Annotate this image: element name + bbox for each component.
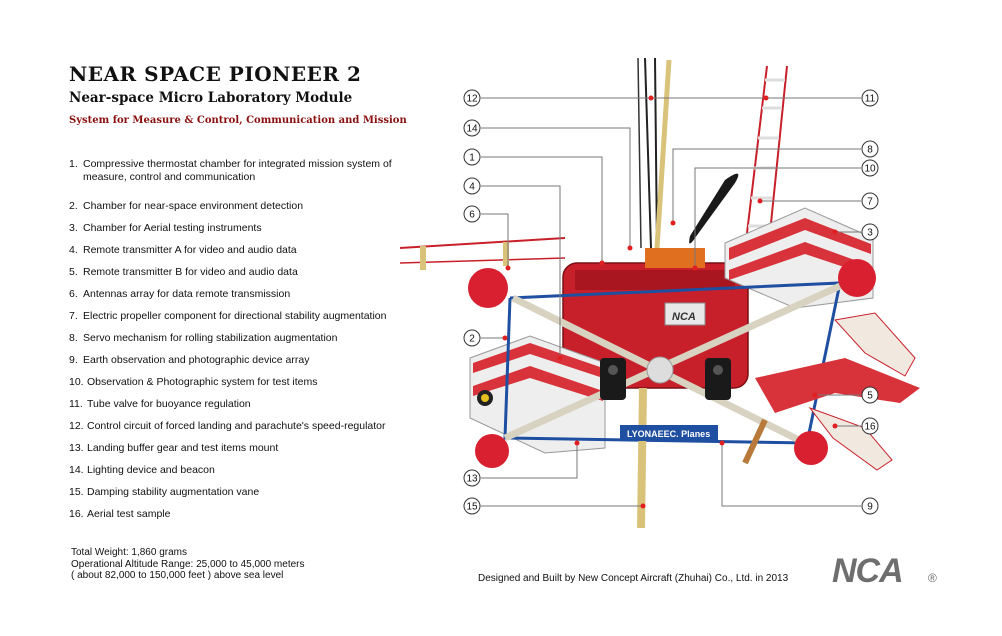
svg-text:7: 7 <box>867 197 873 208</box>
altitude-feet: ( about 82,000 to 150,000 feet ) above s… <box>71 570 284 581</box>
svg-text:15: 15 <box>466 502 478 513</box>
logo-text: NCA <box>832 552 903 588</box>
tagline: System for Measure & Control, Communicat… <box>69 115 407 126</box>
svg-text:16: 16 <box>864 422 876 433</box>
svg-text:10: 10 <box>864 164 876 175</box>
svg-text:9: 9 <box>867 502 873 513</box>
callout-8: 8 <box>861 140 879 158</box>
svg-text:5: 5 <box>867 391 873 402</box>
damping-vane <box>637 388 647 528</box>
list-item: 10. Observation & Photographic system fo… <box>69 376 318 388</box>
list-item: 14. Lighting device and beacon <box>69 464 215 476</box>
payload-panel <box>620 425 718 441</box>
list-item: 8.Servo mechanism for rolling stabilizat… <box>69 332 338 344</box>
callout-16: 16 <box>861 417 879 435</box>
svg-text:11: 11 <box>865 94 876 105</box>
svg-text:1: 1 <box>469 153 475 164</box>
specifications: Total Weight: 1,860 grams Operational Al… <box>71 547 305 582</box>
payload-panel-text: LYONAEEC. Planes <box>627 429 710 439</box>
list-item: 6.Antennas array for data remote transmi… <box>69 288 291 300</box>
svg-text:6: 6 <box>469 210 475 221</box>
svg-text:4: 4 <box>469 182 475 193</box>
strut-hub <box>646 356 674 384</box>
page-title: NEAR SPACE PIONEER 2 <box>69 62 362 86</box>
callout-11: 11 <box>861 89 879 107</box>
list-item: 5.Remote transmitter B for video and aud… <box>69 266 298 278</box>
camera-array <box>600 358 731 400</box>
callout-9: 9 <box>861 497 879 515</box>
callout-lines <box>481 97 861 507</box>
callout-12: 12 <box>463 89 481 107</box>
list-item: 9.Earth observation and photographic dev… <box>69 354 310 366</box>
altitude-range: Operational Altitude Range: 25,000 to 45… <box>71 558 305 570</box>
list-item: 1.Compressive thermostat chamber for int… <box>69 158 392 183</box>
list-item: 16. Aerial test sample <box>69 508 171 520</box>
page-subtitle: Near-space Micro Laboratory Module <box>69 90 353 106</box>
svg-text:13: 13 <box>466 474 478 485</box>
callout-5: 5 <box>861 386 879 404</box>
callout-13: 13 <box>463 469 481 487</box>
list-item: 4.Remote transmitter A for video and aud… <box>69 244 297 256</box>
list-item: 11. Tube valve for buoyance regulation <box>69 398 251 410</box>
svg-text:14: 14 <box>466 124 478 135</box>
buffer-balls <box>468 259 876 468</box>
list-item: 15. Damping stability augmentation vane <box>69 486 260 498</box>
antenna-rod <box>399 237 566 270</box>
payload-diagram: NCA <box>399 58 920 528</box>
svg-text:3: 3 <box>867 228 873 239</box>
total-weight: Total Weight: 1,860 grams <box>71 547 187 558</box>
callout-4: 4 <box>463 177 481 195</box>
credit-line: Designed and Built by New Concept Aircra… <box>478 573 789 584</box>
chamber-logo: NCA <box>672 311 696 323</box>
callout-14: 14 <box>463 119 481 137</box>
registered-mark: ® <box>928 571 937 585</box>
svg-text:12: 12 <box>466 94 478 105</box>
list-item: 3.Chamber for Aerial testing instruments <box>69 222 262 234</box>
callout-3: 3 <box>861 223 879 241</box>
svg-text:8: 8 <box>867 145 873 156</box>
list-item: 12. Control circuit of forced landing an… <box>69 420 386 432</box>
callout-7: 7 <box>861 192 879 210</box>
callout-15: 15 <box>463 497 481 515</box>
callout-1: 1 <box>463 148 481 166</box>
svg-text:2: 2 <box>469 334 475 345</box>
list-item: 2.Chamber for near-space environment det… <box>69 200 304 212</box>
aerial-test-sample <box>755 312 920 471</box>
list-item: 7.Electric propeller component for direc… <box>69 310 387 322</box>
propeller <box>689 173 768 465</box>
nca-logo: NCA ® <box>832 552 937 588</box>
callout-2: 2 <box>463 329 481 347</box>
callout-dots <box>502 95 838 509</box>
suspension-lines <box>637 58 672 249</box>
instrument-box-left <box>469 335 606 454</box>
callout-10: 10 <box>861 159 879 177</box>
list-item: 13. Landing buffer gear and test items m… <box>69 442 279 454</box>
callout-6: 6 <box>463 205 481 223</box>
